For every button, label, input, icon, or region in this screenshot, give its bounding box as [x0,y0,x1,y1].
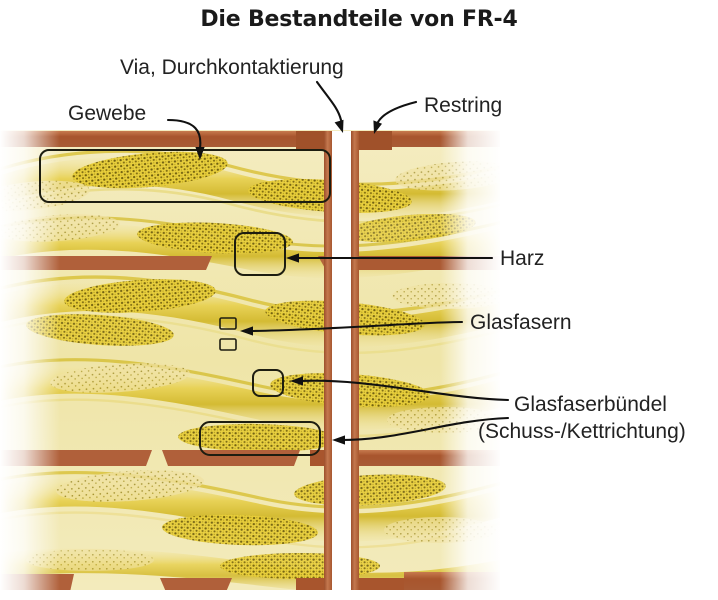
callout-bundle-box-warp [252,369,284,397]
leader-gewebe [166,118,205,160]
label-via: Via, Durchkontaktierung [120,56,344,79]
leader-bundle-warp [290,376,510,402]
via-plating-right [351,131,359,590]
callout-glasfaser-box-2 [219,338,237,351]
leader-glasfasern [240,320,464,336]
callout-glasfaser-box-1 [219,317,237,330]
board-cross-section [0,130,500,590]
label-harz: Harz [500,247,544,270]
leader-harz [286,253,494,263]
page-title: Die Bestandteile von FR-4 [200,7,517,32]
label-glasfaserbuendel-line1: Glasfaserbündel [514,393,667,416]
leader-bundle-weft [332,416,510,445]
leader-restring [373,100,418,134]
callout-bundle-box-weft [199,421,321,456]
callout-gewebe-box [39,149,331,203]
callout-harz-box [234,232,286,276]
via-through-hole [324,131,359,590]
via-plating-left [324,131,332,590]
label-glasfasern: Glasfasern [470,311,572,334]
label-restring: Restring [424,94,502,117]
label-glasfaserbuendel-line2: (Schuss-/Kettrichtung) [478,420,686,443]
label-gewebe: Gewebe [68,102,146,125]
copper-layer-inner-2 [0,450,500,466]
leader-via [315,80,344,133]
